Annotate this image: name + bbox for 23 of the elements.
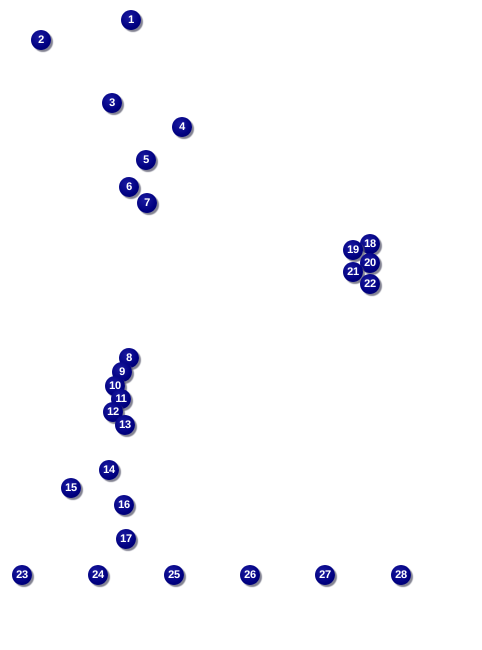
callout-number: 1 bbox=[121, 10, 141, 30]
callout-number: 17 bbox=[116, 529, 136, 549]
callout-number: 2 bbox=[31, 30, 51, 50]
callout-number: 4 bbox=[172, 117, 192, 137]
callout-number: 19 bbox=[343, 240, 363, 260]
callout-number: 14 bbox=[99, 460, 119, 480]
callout-number: 26 bbox=[240, 565, 260, 585]
callout-number: 22 bbox=[360, 274, 380, 294]
callout-number: 18 bbox=[360, 234, 380, 254]
callout-number: 16 bbox=[114, 495, 134, 515]
callout-number: 7 bbox=[137, 193, 157, 213]
callout-number: 24 bbox=[88, 565, 108, 585]
callout-number: 23 bbox=[12, 565, 32, 585]
callout-number: 13 bbox=[115, 415, 135, 435]
callout-number: 3 bbox=[102, 93, 122, 113]
callout-number: 20 bbox=[360, 253, 380, 273]
callout-number: 15 bbox=[61, 478, 81, 498]
callout-number: 21 bbox=[343, 262, 363, 282]
callout-number: 27 bbox=[315, 565, 335, 585]
callout-number: 25 bbox=[164, 565, 184, 585]
callout-number: 6 bbox=[119, 177, 139, 197]
callout-number: 5 bbox=[136, 150, 156, 170]
callout-number: 28 bbox=[391, 565, 411, 585]
